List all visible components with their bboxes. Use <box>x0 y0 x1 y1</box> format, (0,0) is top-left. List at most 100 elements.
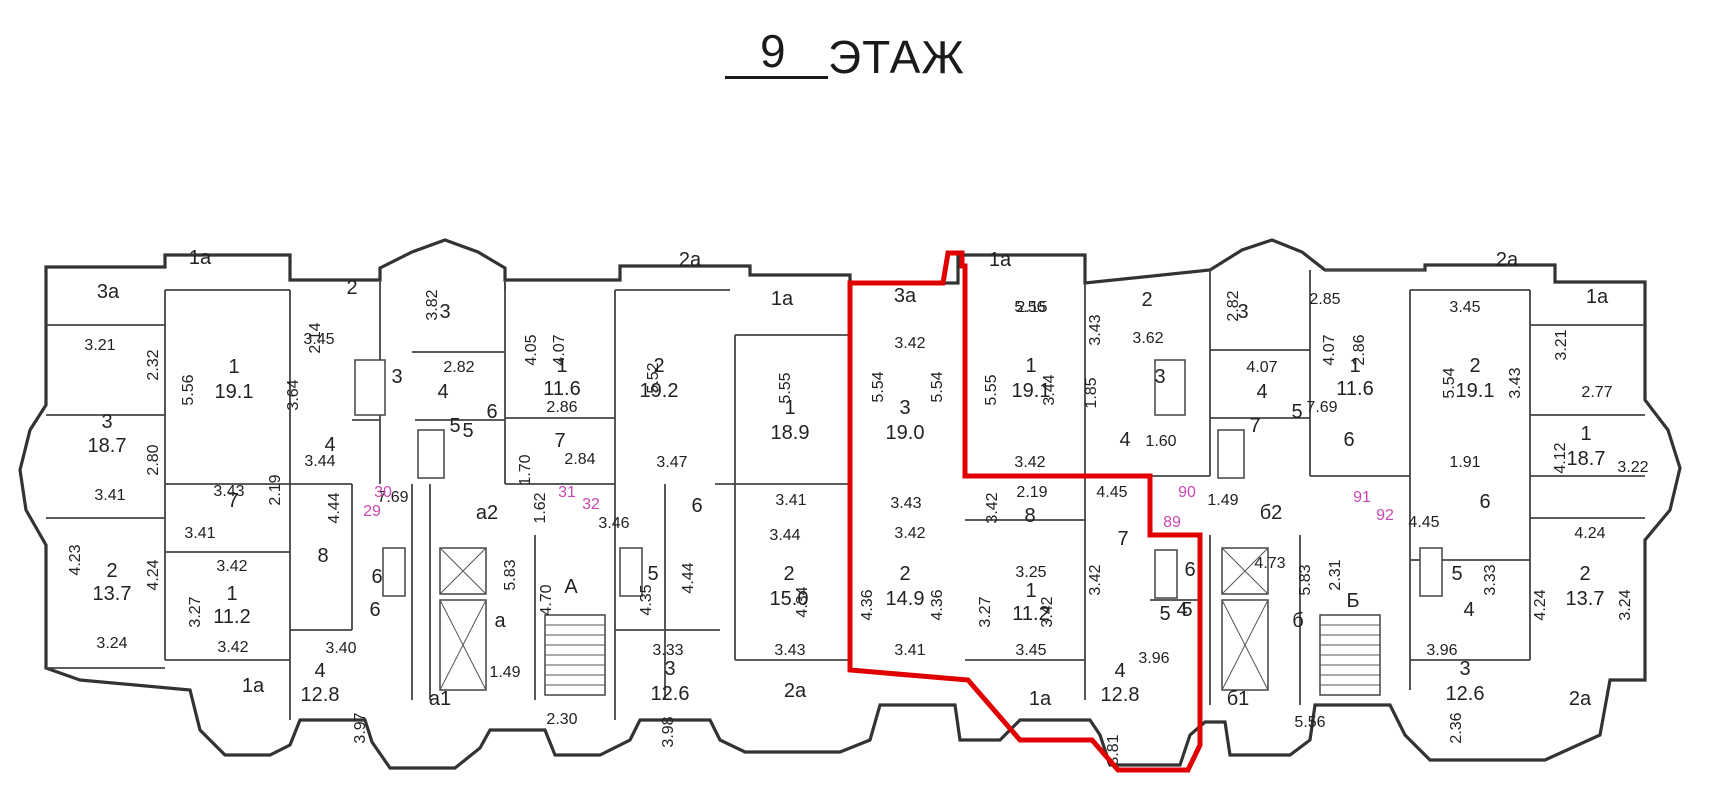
dimension-label: 2.82 <box>1225 290 1242 321</box>
dimension-label: 4.07 <box>1321 334 1338 365</box>
dimension-label: 2.15 <box>1016 299 1047 316</box>
room-label: 18.7 <box>88 435 127 457</box>
dimension-label: 4.35 <box>638 584 655 615</box>
room-label: 3 <box>101 411 112 433</box>
dimension-label: 5.83 <box>1297 564 1314 595</box>
dimension-label: 3.44 <box>769 527 800 544</box>
bath-symbol <box>417 429 445 479</box>
apartment-number: 90 <box>1178 484 1196 501</box>
room-label: 7 <box>1117 528 1128 550</box>
room-label: 2а <box>679 249 702 271</box>
dimension-label: 1.91 <box>1449 454 1480 471</box>
apartment-number: 31 <box>558 484 576 501</box>
dimension-label: 3.42 <box>1039 596 1056 627</box>
dimension-label: 2.77 <box>1581 384 1612 401</box>
room-label: 2 <box>1141 289 1152 311</box>
dimension-label: 4.24 <box>1532 589 1549 620</box>
dimension-label: 3.64 <box>285 379 302 410</box>
room-label: 3 <box>391 366 402 388</box>
dimension-label: 2.80 <box>145 444 162 475</box>
dimension-label: 3.43 <box>1087 314 1104 345</box>
dimension-label: 4.34 <box>794 586 811 617</box>
dimension-label: 3.43 <box>774 642 805 659</box>
room-label: 4 <box>437 381 448 403</box>
room-label: 1 <box>226 583 237 605</box>
room-label: 6 <box>1479 491 1490 513</box>
dimension-label: 3.46 <box>598 515 629 532</box>
bath-symbol <box>1154 359 1186 416</box>
dimension-label: 3.42 <box>216 558 247 575</box>
room-label: а1 <box>429 688 451 710</box>
dimension-label: 5.83 <box>502 559 519 590</box>
dimension-label: 2.85 <box>1309 291 1340 308</box>
dimension-label: 1.49 <box>1207 492 1238 509</box>
room-label: Б <box>1346 590 1359 612</box>
dimension-label: 7.69 <box>377 489 408 506</box>
room-label: 4 <box>1119 429 1130 451</box>
dimension-label: 4.44 <box>680 562 697 593</box>
room-label: 13.7 <box>1566 588 1605 610</box>
room-label: 19.1 <box>1012 380 1051 402</box>
room-label: 15.0 <box>770 588 809 610</box>
room-label: 3а <box>894 285 917 307</box>
dimension-label: 4.12 <box>1552 442 1569 473</box>
dimension-label: 3.45 <box>1449 299 1480 316</box>
room-label: 18.7 <box>1567 448 1606 470</box>
room-label: б2 <box>1260 502 1283 524</box>
room-label: 5 <box>449 415 460 437</box>
dimension-label: 3.45 <box>1015 642 1046 659</box>
bath-symbol <box>1419 547 1443 597</box>
dimension-label: 3.21 <box>84 337 115 354</box>
room-label: 18.9 <box>771 422 810 444</box>
dimension-label: 5.56 <box>180 374 197 405</box>
room-label: 6 <box>1343 429 1354 451</box>
dimension-label: 4.07 <box>551 334 568 365</box>
dimension-label: 3.42 <box>894 335 925 352</box>
dimension-label: 3.21 <box>1553 329 1570 360</box>
dimension-label: 3.42 <box>217 639 248 656</box>
room-label: 13.7 <box>93 583 132 605</box>
room-label: 6 <box>369 599 380 621</box>
room-label: 1 <box>228 356 239 378</box>
dimension-label: 7.69 <box>1306 399 1337 416</box>
room-label: 7 <box>227 490 238 512</box>
dimension-label: 4.24 <box>1574 525 1605 542</box>
dimension-label: 3.42 <box>894 525 925 542</box>
room-label: 3а <box>97 281 120 303</box>
elevator-cross <box>439 599 487 691</box>
room-label: 4 <box>1176 599 1187 621</box>
dimension-label: 3.25 <box>1015 564 1046 581</box>
apartment-number: 91 <box>1353 489 1371 506</box>
dimension-label: 5.54 <box>870 371 887 402</box>
dimension-label: 1.49 <box>489 664 520 681</box>
room-label: 2 <box>899 563 910 585</box>
dimension-label: 2.84 <box>564 451 595 468</box>
dimension-label: 2.14 <box>307 322 324 353</box>
room-label: 5 <box>1451 563 1462 585</box>
dimension-label: 3.47 <box>656 454 687 471</box>
outer-walls <box>18 238 1682 770</box>
bath-symbol <box>1217 429 1245 479</box>
room-label: 11.2 <box>213 606 250 628</box>
room-label: 2а <box>1569 688 1592 710</box>
apartment-number: 92 <box>1376 507 1394 524</box>
dimension-label: 3.27 <box>187 596 204 627</box>
dimension-label: 5.52 <box>645 362 662 393</box>
dimension-label: 3.43 <box>890 495 921 512</box>
dimension-label: 4.36 <box>929 589 946 620</box>
dimension-label: 3.44 <box>304 453 335 470</box>
inner-walls <box>46 269 1645 720</box>
room-label: 6 <box>371 566 382 588</box>
elevator-cross <box>1221 547 1269 595</box>
room-label: 1 <box>556 355 567 377</box>
apartment-number: 89 <box>1163 514 1181 531</box>
elevator-cross <box>1221 599 1269 691</box>
room-label: 1 <box>784 397 795 419</box>
dimension-label: 2.32 <box>145 349 162 380</box>
room-label: 2 <box>653 355 664 377</box>
room-label: 5 <box>1291 401 1302 423</box>
dimension-label: 2.19 <box>1016 484 1047 501</box>
dimension-label: 3.45 <box>303 331 334 348</box>
dimension-label: 3.33 <box>652 642 683 659</box>
